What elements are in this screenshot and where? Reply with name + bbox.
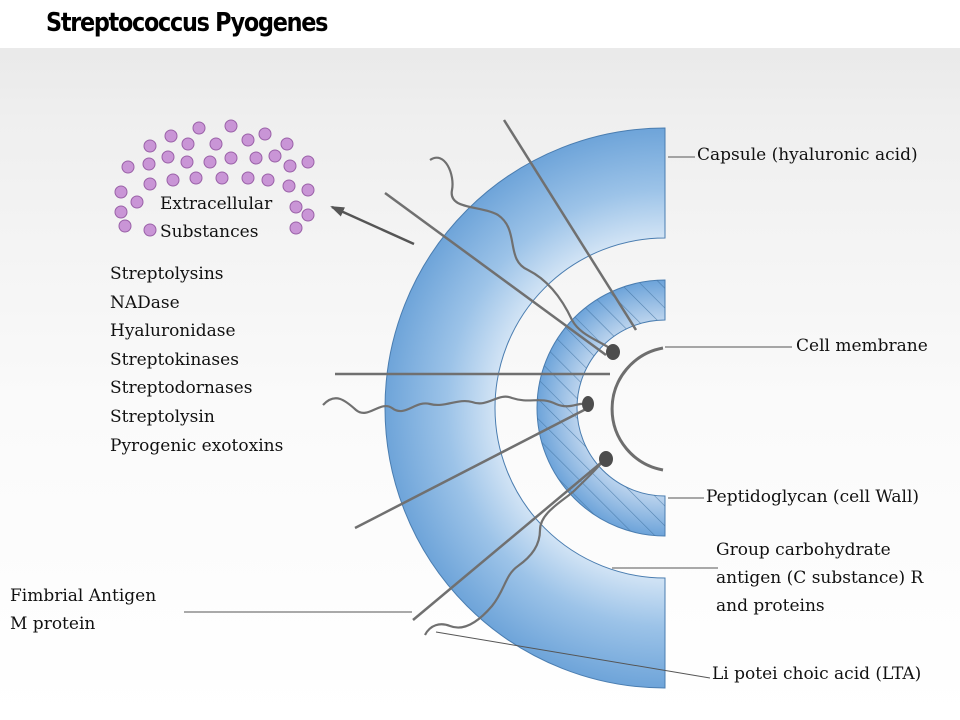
- extracellular-dot: [280, 137, 294, 151]
- group-carbohydrate-label-line3: and proteins: [716, 596, 825, 616]
- fimbrial-antigen-label-line1: Fimbrial Antigen: [10, 586, 157, 606]
- extracellular-dots: [114, 119, 315, 237]
- extracellular-substance-list: Streptolysins NADase Hyaluronidase Strep…: [110, 260, 283, 460]
- extracellular-dot: [301, 208, 315, 222]
- page-title: Streptococcus Pyogenes: [46, 8, 328, 38]
- extracellular-dot: [283, 159, 297, 173]
- leader-lines: [184, 156, 792, 679]
- group-carbohydrate-label-line2: antigen (C substance) R: [716, 568, 924, 588]
- capsule-label: Capsule (hyaluronic acid): [697, 145, 918, 165]
- extracellular-dot: [258, 127, 272, 141]
- extracellular-dot: [180, 155, 194, 169]
- substance-item: Hyaluronidase: [110, 321, 236, 342]
- attachment-dots: [582, 344, 620, 467]
- secretion-arrow: [330, 205, 415, 246]
- extracellular-dot: [215, 171, 229, 185]
- extracellular-dot: [261, 173, 275, 187]
- extracellular-dot: [301, 155, 315, 169]
- cell-membrane-arc: [610, 346, 664, 472]
- peptidoglycan-hatch: [537, 280, 665, 536]
- extracellular-dot: [130, 195, 144, 209]
- extracellular-dot: [249, 151, 263, 165]
- extracellular-dot: [189, 171, 203, 185]
- extracellular-dot: [209, 137, 223, 151]
- extracellular-dot: [143, 139, 157, 153]
- lta-label: Li potei choic acid (LTA): [712, 664, 922, 684]
- extracellular-dot: [289, 221, 303, 235]
- extracellular-dot: [114, 185, 128, 199]
- title-bar: Streptococcus Pyogenes: [0, 0, 960, 48]
- extracellular-dot: [118, 219, 132, 233]
- capsule-ring: [384, 127, 666, 689]
- extracellular-dot: [166, 173, 180, 187]
- extracellular-dot: [289, 200, 303, 214]
- extracellular-label-line1: Extracellular: [160, 194, 273, 214]
- extracellular-dot: [241, 171, 255, 185]
- substance-item: Streptokinases: [110, 349, 239, 370]
- group-carbohydrate-label-line1: Group carbohydrate: [716, 540, 891, 560]
- extracellular-dot: [143, 177, 157, 191]
- extracellular-dot: [224, 119, 238, 133]
- wavy-fibrils: [322, 156, 612, 636]
- extracellular-dot: [161, 150, 175, 164]
- extracellular-dot: [192, 121, 206, 135]
- substance-item: Pyrogenic exotoxins: [110, 435, 284, 456]
- extracellular-dot: [203, 155, 217, 169]
- extracellular-label-line2: Substances: [160, 222, 259, 242]
- fibril-lines: [335, 119, 638, 621]
- substance-item: Streptodornases: [110, 378, 253, 399]
- fimbrial-antigen-label-line2: M protein: [10, 614, 96, 634]
- extracellular-dot: [268, 149, 282, 163]
- peptidoglycan-label: Peptidoglycan (cell Wall): [706, 487, 920, 507]
- extracellular-dot: [142, 157, 156, 171]
- substance-item: Streptolysins: [110, 264, 224, 284]
- extracellular-dot: [241, 133, 255, 147]
- substance-item: NADase: [110, 292, 180, 313]
- extracellular-dot: [224, 151, 238, 165]
- cell-membrane-label: Cell membrane: [796, 336, 928, 356]
- extracellular-dot: [143, 223, 157, 237]
- extracellular-dot: [181, 137, 195, 151]
- extracellular-dot: [164, 129, 178, 143]
- extracellular-dot: [282, 179, 296, 193]
- substance-item: Streptolysin: [110, 406, 215, 427]
- extracellular-dot: [114, 205, 128, 219]
- extracellular-dot: [301, 183, 315, 197]
- extracellular-dot: [121, 160, 135, 174]
